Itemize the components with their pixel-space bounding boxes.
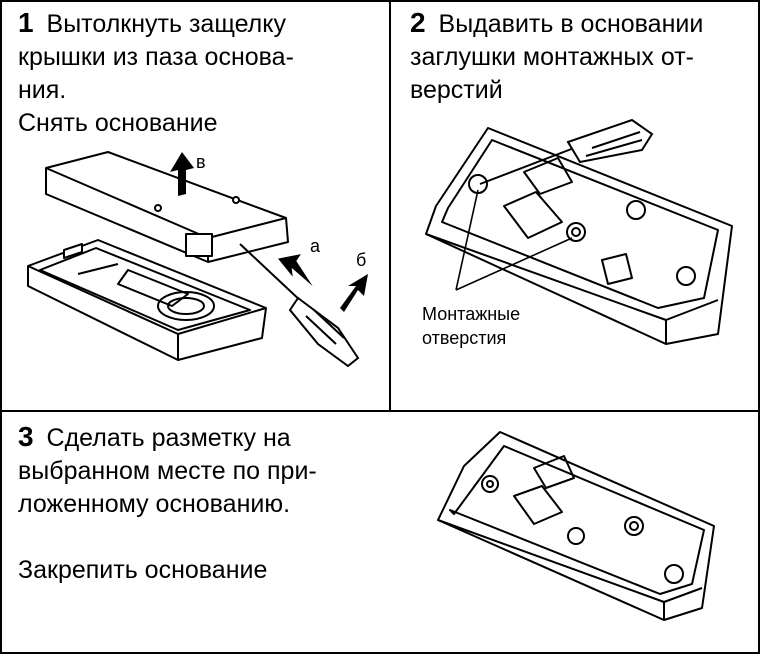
arrow-up-icon bbox=[170, 152, 194, 196]
step1-line2: крышки из паза основа- bbox=[18, 43, 294, 71]
step1-line1: Вытолкнуть защелку bbox=[46, 10, 286, 38]
figure-mounting-holes: Монтажные отверстия bbox=[422, 118, 733, 348]
label-b: б bbox=[356, 250, 366, 270]
step1-number: 1 bbox=[18, 7, 34, 38]
label-a: а bbox=[310, 236, 321, 256]
arrow-left-icon bbox=[278, 254, 313, 287]
step1-text: 1 Вытолкнуть защелку крышки из паза осно… bbox=[18, 6, 378, 140]
step1-line4: Снять основание bbox=[18, 109, 218, 137]
callout-line2: отверстия bbox=[422, 328, 506, 348]
callout-line1: Монтажные bbox=[422, 304, 520, 324]
figure-remove-base: в а б bbox=[27, 151, 368, 368]
arrow-up-right-icon bbox=[340, 274, 368, 312]
step2-line2: заглушки монтажных от- bbox=[410, 43, 694, 71]
figure-mounted-base bbox=[437, 431, 715, 621]
step3-line4: Закрепить основание bbox=[18, 556, 268, 584]
step3-line3: ложенному основанию. bbox=[18, 490, 291, 518]
step3-line1: Сделать разметку на bbox=[46, 424, 291, 452]
step2-line1: Выдавить в основании bbox=[438, 10, 704, 38]
cover-illustration bbox=[45, 151, 289, 263]
label-v: в bbox=[196, 152, 206, 172]
row-divider bbox=[0, 410, 760, 412]
step2-text: 2 Выдавить в основании заглушки монтажны… bbox=[410, 6, 745, 107]
base-illustration bbox=[27, 239, 267, 361]
step3-number: 3 bbox=[18, 421, 34, 452]
column-divider bbox=[389, 0, 391, 412]
step2-number: 2 bbox=[410, 7, 426, 38]
step2-line3: верстий bbox=[410, 76, 503, 104]
step3-text: 3 Сделать разметку на выбранном месте по… bbox=[18, 420, 378, 587]
step3-line2: выбранном месте по при- bbox=[18, 457, 317, 485]
step1-line3: ния. bbox=[18, 76, 67, 104]
